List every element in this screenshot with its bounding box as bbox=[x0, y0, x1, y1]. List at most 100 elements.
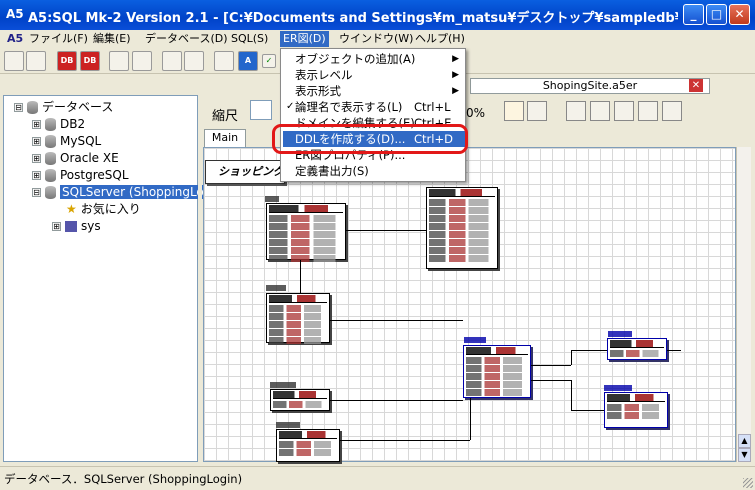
status-bar: データベース．SQLServer (ShoppingLogin) bbox=[0, 466, 755, 490]
entity-price[interactable] bbox=[276, 429, 340, 462]
collapse-icon[interactable]: ⊟ bbox=[32, 188, 41, 197]
vertical-scrollbar[interactable]: ▲ ▼ bbox=[736, 147, 751, 462]
entity-label bbox=[276, 422, 300, 428]
entity-label bbox=[265, 196, 279, 202]
check-icon: ✓ bbox=[286, 101, 295, 112]
qr-icon[interactable] bbox=[132, 51, 152, 71]
entity-order-detail[interactable] bbox=[266, 293, 330, 344]
app-icon: A5 bbox=[6, 7, 24, 21]
check-icon[interactable]: ✓ bbox=[262, 54, 276, 68]
zoom-label: 縮尺 bbox=[212, 109, 239, 124]
tree-item-label: sys bbox=[81, 219, 101, 233]
menu-item-display-format[interactable]: 表示形式 ▶ bbox=[283, 83, 465, 99]
relation-line bbox=[346, 230, 426, 231]
menu-item-label: 定義書出力(S) bbox=[295, 164, 369, 178]
entity-label bbox=[266, 285, 286, 291]
relation-line bbox=[470, 398, 471, 440]
zoom-input[interactable] bbox=[250, 100, 272, 120]
menu-item-label: オブジェクトの追加(A) bbox=[295, 52, 416, 66]
expand-icon[interactable]: ⊞ bbox=[32, 154, 41, 163]
tree-root[interactable]: ⊟データベース bbox=[14, 99, 113, 115]
collapse-icon[interactable]: ⊟ bbox=[14, 103, 23, 112]
menu-item-add-object[interactable]: オブジェクトの追加(A) ▶ bbox=[283, 51, 465, 67]
scroll-down-arrow[interactable]: ▼ bbox=[738, 448, 751, 462]
tree-item-mysql[interactable]: ⊞ MySQL bbox=[32, 133, 101, 149]
document-close-button[interactable]: ✕ bbox=[689, 79, 703, 92]
tree-item-label: MySQL bbox=[60, 134, 102, 148]
tree-item-oracle[interactable]: ⊞ Oracle XE bbox=[32, 150, 119, 166]
note-tool-icon[interactable] bbox=[614, 101, 634, 121]
db-connect-icon[interactable]: DB bbox=[57, 51, 77, 71]
db-icon[interactable] bbox=[109, 51, 129, 71]
tree-item-db2[interactable]: ⊞ DB2 bbox=[32, 116, 85, 132]
tree-item-postgresql[interactable]: ⊞PostgreSQL bbox=[32, 167, 129, 183]
db-disconnect-icon[interactable]: DB bbox=[80, 51, 100, 71]
menu-database[interactable]: データベース(D) bbox=[145, 32, 228, 45]
zoom-percent: 0% bbox=[466, 106, 486, 120]
database-icon bbox=[45, 118, 56, 131]
new-doc-icon[interactable] bbox=[4, 51, 24, 71]
entity-category[interactable] bbox=[607, 338, 667, 360]
menu-edit[interactable]: 編集(E) bbox=[93, 32, 131, 45]
document-tab[interactable]: ShopingSite.a5er bbox=[470, 78, 710, 94]
expand-icon[interactable]: ⊞ bbox=[52, 222, 61, 231]
menu-item-display-level[interactable]: 表示レベル ▶ bbox=[283, 67, 465, 83]
scroll-up-arrow[interactable]: ▲ bbox=[738, 434, 751, 448]
relation-line bbox=[571, 410, 604, 411]
menu-item-export-definition[interactable]: 定義書出力(S) bbox=[283, 163, 465, 179]
minimize-button[interactable]: _ bbox=[683, 4, 704, 25]
menu-window[interactable]: ウインドウ(W) bbox=[339, 32, 414, 45]
entity-stock[interactable] bbox=[270, 389, 330, 411]
entity-label bbox=[604, 385, 632, 391]
maximize-button[interactable]: □ bbox=[706, 4, 727, 25]
tree-item-sys[interactable]: ⊞ sys bbox=[52, 218, 101, 234]
at-icon[interactable] bbox=[162, 51, 182, 71]
close-button[interactable]: ✕ bbox=[729, 4, 750, 25]
schema-icon bbox=[65, 221, 77, 232]
menu-er[interactable]: ER図(D) bbox=[280, 31, 329, 47]
entity-maker[interactable] bbox=[604, 392, 668, 428]
relation-line bbox=[667, 350, 681, 351]
tree-item-sqlserver[interactable]: ⊟SQLServer (ShoppingLo bbox=[32, 184, 206, 200]
tree-item-label: Oracle XE bbox=[60, 151, 119, 165]
expand-icon[interactable]: ⊞ bbox=[32, 120, 41, 129]
mdi-app-icon[interactable]: A5 bbox=[7, 32, 24, 45]
relation-tool-icon[interactable] bbox=[638, 101, 658, 121]
comment-tool-icon[interactable] bbox=[662, 101, 682, 121]
expand-icon[interactable]: ⊞ bbox=[32, 137, 41, 146]
menu-sql[interactable]: SQL(S) bbox=[231, 32, 269, 45]
open-icon[interactable] bbox=[26, 51, 46, 71]
relation-line bbox=[571, 380, 572, 410]
entity-customer[interactable] bbox=[426, 187, 498, 269]
relation-line bbox=[571, 350, 572, 365]
refresh-icon[interactable] bbox=[184, 51, 204, 71]
database-icon bbox=[45, 186, 56, 199]
menu-item-logical-name[interactable]: ✓ 論理名で表示する(L) Ctrl+L bbox=[283, 99, 465, 115]
chart-icon[interactable] bbox=[214, 51, 234, 71]
title-bar: A5 A5:SQL Mk-2 Version 2.1 - [C:¥Documen… bbox=[0, 0, 755, 30]
diagram-tool-icon[interactable] bbox=[504, 101, 524, 121]
entity-tool-icon[interactable] bbox=[590, 101, 610, 121]
select-tool-icon[interactable] bbox=[566, 101, 586, 121]
menu-item-create-ddl[interactable]: DDLを作成する(D)... Ctrl+D bbox=[283, 131, 465, 147]
diagram-title[interactable]: ショッピング bbox=[205, 160, 285, 184]
print-icon[interactable] bbox=[527, 101, 547, 121]
a5-icon[interactable]: A bbox=[238, 51, 258, 71]
tab-main[interactable]: Main bbox=[204, 129, 246, 147]
expand-icon[interactable]: ⊞ bbox=[32, 171, 41, 180]
relation-line bbox=[340, 440, 470, 441]
resize-grip[interactable] bbox=[743, 478, 753, 488]
menu-item-shortcut: Ctrl+D bbox=[414, 132, 453, 146]
menu-help[interactable]: ヘルプ(H) bbox=[415, 32, 465, 45]
splitter[interactable] bbox=[198, 95, 202, 462]
relation-line bbox=[571, 350, 607, 351]
relation-line bbox=[330, 320, 463, 321]
relation-line bbox=[531, 380, 571, 381]
entity-product[interactable] bbox=[463, 345, 531, 398]
submenu-arrow-icon: ▶ bbox=[452, 54, 459, 64]
status-text: データベース．SQLServer (ShoppingLogin) bbox=[4, 472, 243, 486]
tree-item-label: DB2 bbox=[60, 117, 86, 131]
menu-file[interactable]: ファイル(F) bbox=[29, 32, 88, 45]
entity-order[interactable] bbox=[266, 203, 346, 262]
tree-item-favorites[interactable]: ★お気に入り bbox=[66, 201, 141, 217]
